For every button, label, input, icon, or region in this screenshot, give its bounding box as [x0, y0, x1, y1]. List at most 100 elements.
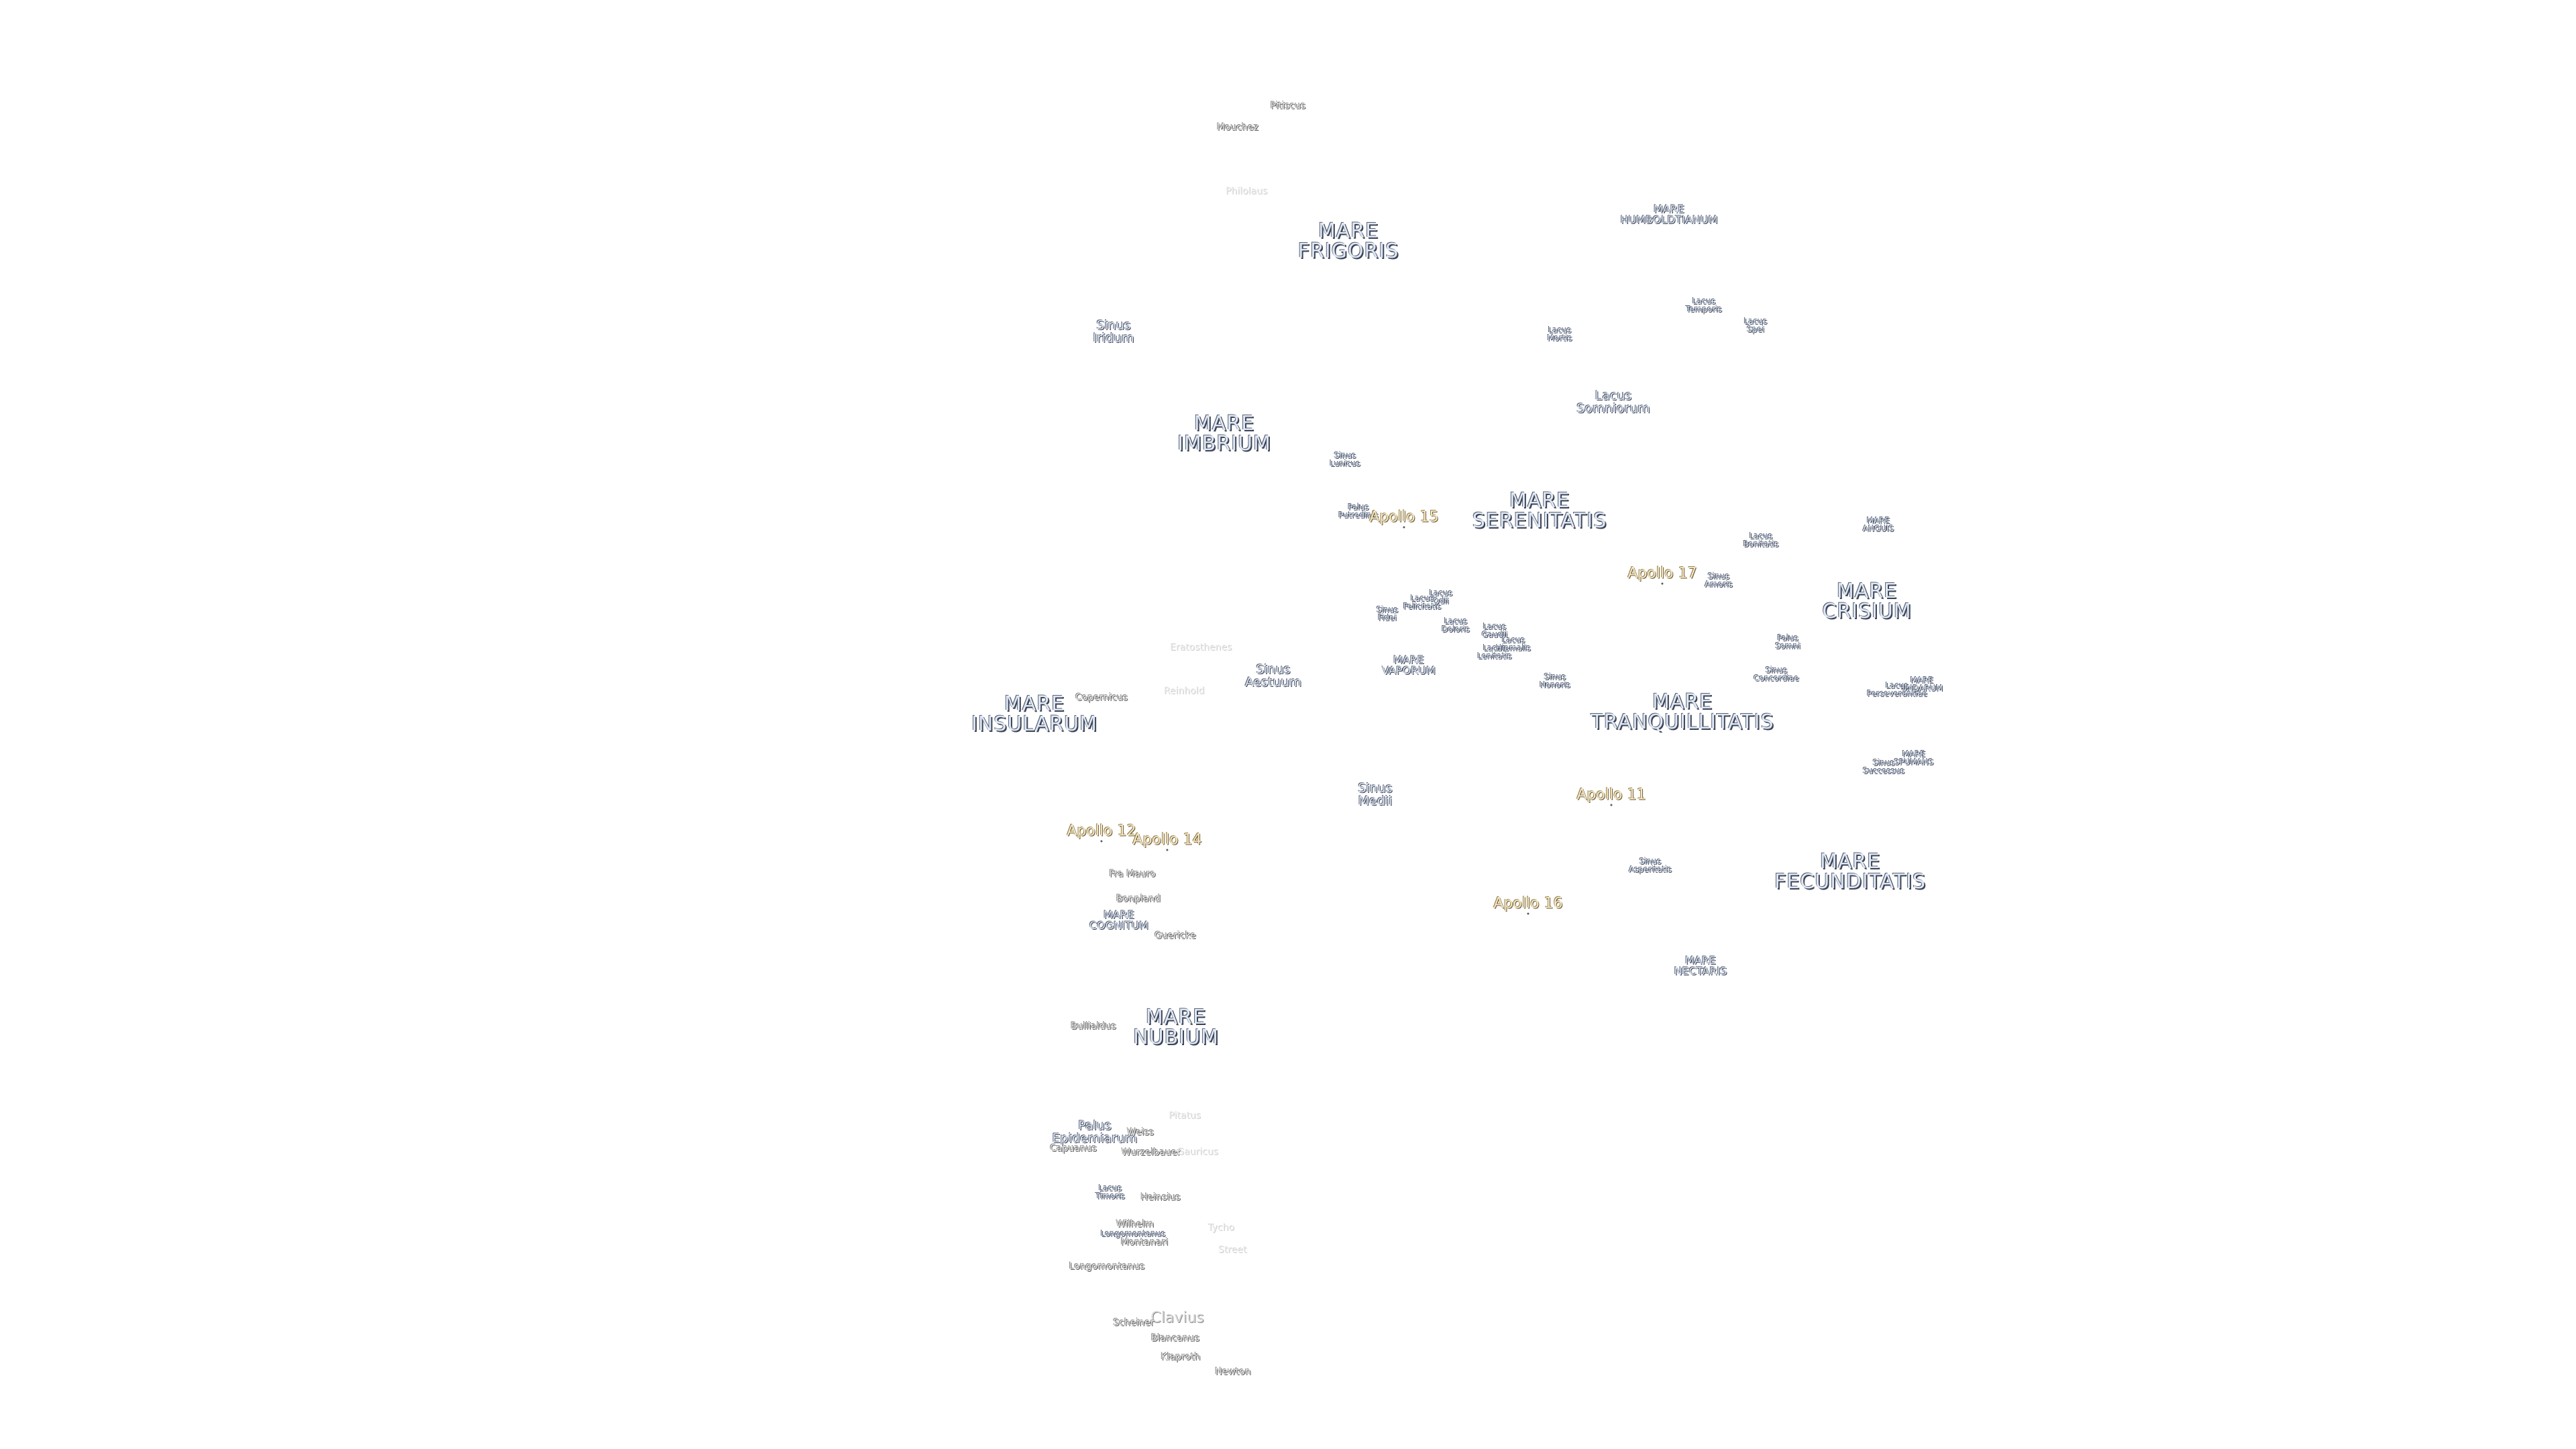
label-text: Montanari — [1120, 1237, 1169, 1248]
label-text: Lacus Hiemalis — [1496, 635, 1531, 653]
map-label-crater-tycho: Tycho — [1208, 1223, 1234, 1232]
label-text: Guericke — [1155, 930, 1196, 941]
map-label-crater-blancanus: Blancanus — [1151, 1334, 1199, 1343]
map-label-crater-newton: Newton — [1215, 1367, 1250, 1377]
label-text: MARE NECTARIS — [1674, 954, 1727, 977]
label-text: Longomontanus — [1100, 1229, 1166, 1238]
map-label-crater-pitatus: Pitatus — [1169, 1111, 1201, 1120]
label-text: MARE ANGUIS — [1862, 516, 1894, 533]
label-text: MARE IMBRIUM — [1177, 412, 1271, 455]
map-label-mare-tranquillitatis: MARE TRANQUILLITATIS — [1591, 692, 1774, 733]
label-text: MARE INSULARUM — [971, 692, 1097, 736]
label-text: MARE FRIGORIS — [1297, 219, 1399, 263]
label-text: MARE CRISIUM — [1822, 580, 1912, 623]
label-text: Apollo 12 — [1067, 822, 1136, 840]
label-text: MARE NUBIUM — [1133, 1006, 1219, 1049]
label-text: Lacus Mortis — [1547, 325, 1572, 343]
label-text: Pitatus — [1169, 1110, 1201, 1121]
label-text: Klaproth — [1161, 1352, 1201, 1362]
map-label-sinus-fidei: Sinus Fidei — [1377, 606, 1398, 622]
map-label-mare-frigoris: MARE FRIGORIS — [1298, 221, 1399, 262]
map-label-apollo-17: Apollo 17 — [1627, 566, 1697, 585]
map-label-lacus-temporis: Lacus Temporis — [1686, 297, 1722, 313]
label-text: Apollo 11 — [1576, 786, 1646, 804]
label-text: MARE HUMBOLDTIANUM — [1620, 203, 1718, 226]
map-label-apollo-12: Apollo 12 — [1067, 824, 1136, 843]
map-label-crater-klaproth: Klaproth — [1161, 1352, 1201, 1362]
label-text: Reinhold — [1163, 686, 1205, 696]
label-text: Sinus Fidei — [1376, 605, 1399, 623]
label-text: Lacus Lenitatis — [1477, 643, 1512, 661]
map-label-mare-imbrium: MARE IMBRIUM — [1177, 414, 1271, 454]
label-text: Sinus Medii — [1358, 781, 1393, 808]
map-label-sinus-lunicus: Sinus Lunicus — [1330, 451, 1360, 468]
map-label-lacus-hiemalis: Lacus Hiemalis — [1496, 636, 1531, 652]
landing-site-marker — [1661, 582, 1664, 585]
label-text: Bullialdus — [1071, 1021, 1116, 1032]
map-label-crater-philolaus: Philolaus — [1226, 186, 1267, 196]
label-text: Lacus Timoris — [1095, 1183, 1125, 1201]
map-label-mare-spumans: MARE SPUMANS — [1894, 750, 1934, 766]
label-text: Lacus Odii — [1429, 588, 1453, 606]
label-text: Tycho — [1208, 1222, 1234, 1233]
map-label-crater-scheiner: Scheiner — [1113, 1318, 1154, 1328]
label-text: Fra Mauro — [1109, 869, 1156, 879]
label-text: Clavius — [1150, 1309, 1204, 1326]
map-label-lacus-timoris: Lacus Timoris — [1095, 1184, 1125, 1200]
label-text: Lacus Felicitatis — [1403, 594, 1442, 611]
label-text: MARE VAPORUM — [1382, 653, 1436, 677]
label-text: Eratosthenes — [1169, 642, 1232, 653]
map-label-mare-undarum: MARE UNDARUM — [1901, 676, 1943, 692]
label-text: Scheiner — [1113, 1318, 1155, 1328]
label-text: Palus Somni — [1775, 633, 1801, 651]
label-text: Sinus Asperitatis — [1628, 857, 1672, 874]
map-label-crater-fra-mauro: Fra Mauro — [1109, 869, 1155, 879]
map-label-mare-vaporum: MARE VAPORUM — [1382, 655, 1436, 676]
label-text: Pitiscus — [1270, 101, 1306, 111]
label-text: Street — [1218, 1244, 1247, 1255]
map-label-sinus-iridum: Sinus Iridum — [1093, 319, 1134, 345]
label-text: Lacus Doloris — [1442, 616, 1470, 634]
map-label-mare-serenitatis: MARE SERENITATIS — [1472, 491, 1607, 531]
map-label-lacus-spei: Lacus Spei — [1744, 317, 1768, 333]
map-label-sinus-successus: Sinus Successus — [1863, 759, 1904, 775]
map-label-lacus-gaudii: Lacus Gaudii — [1482, 623, 1508, 639]
landing-site-marker — [1100, 840, 1103, 843]
map-label-sinus-concordiae: Sinus Concordiae — [1754, 666, 1799, 682]
label-text: Sinus Honoris — [1540, 672, 1570, 690]
map-label-crater-longomontanus-small: Longomontanus — [1101, 1230, 1166, 1238]
map-label-mare-crisium: MARE CRISIUM — [1822, 582, 1911, 622]
map-label-crater-heinsius: Heinsius — [1140, 1193, 1180, 1202]
map-label-crater-weiss: Weiss — [1127, 1128, 1154, 1137]
map-label-mare-cognitum: MARE COGNITUM — [1089, 910, 1148, 931]
map-label-sinus-medii: Sinus Medii — [1358, 782, 1392, 808]
label-text: Apollo 15 — [1369, 508, 1439, 526]
label-text: Lacus Spei — [1743, 317, 1768, 334]
map-label-apollo-16: Apollo 16 — [1493, 896, 1563, 915]
map-label-sinus-asperitatis: Sinus Asperitatis — [1629, 857, 1672, 873]
label-text: Capuanus — [1050, 1143, 1097, 1154]
map-label-lacus-bonitatis: Lacus Bonitatis — [1743, 532, 1779, 548]
map-label-crater-montanari: Montanari — [1121, 1238, 1169, 1247]
map-label-lacus-felicitatis: Lacus Felicitatis — [1403, 594, 1442, 610]
label-text: Longomontanus — [1069, 1261, 1145, 1272]
landing-site-marker — [1527, 912, 1529, 915]
label-text: Philolaus — [1225, 186, 1268, 197]
label-text: Mouchez — [1216, 122, 1259, 133]
map-label-mare-anguis: MARE ANGUIS — [1863, 517, 1894, 533]
label-text: Copernicus — [1075, 692, 1128, 703]
map-label-mare-insularum: MARE INSULARUM — [971, 694, 1097, 735]
label-text: Weiss — [1126, 1127, 1155, 1138]
map-label-crater-wurzelbauer: Wurzelbauer — [1122, 1148, 1181, 1157]
map-label-lacus-odii: Lacus Odii — [1430, 589, 1453, 605]
map-label-crater-clavius: Clavius — [1150, 1311, 1204, 1326]
label-text: Lacus Temporis — [1686, 297, 1722, 314]
map-label-crater-longomontanus: Longomontanus — [1069, 1262, 1145, 1271]
landing-site-marker — [1610, 804, 1613, 806]
label-text: Lacus Somniorum — [1576, 388, 1650, 416]
map-label-crater-capuanus: Capuanus — [1050, 1144, 1097, 1153]
label-text: Apollo 14 — [1132, 831, 1202, 849]
map-label-lacus-lenitatis: Lacus Lenitatis — [1477, 644, 1511, 660]
map-label-crater-pitiscus-n: Pitiscus — [1271, 101, 1306, 111]
